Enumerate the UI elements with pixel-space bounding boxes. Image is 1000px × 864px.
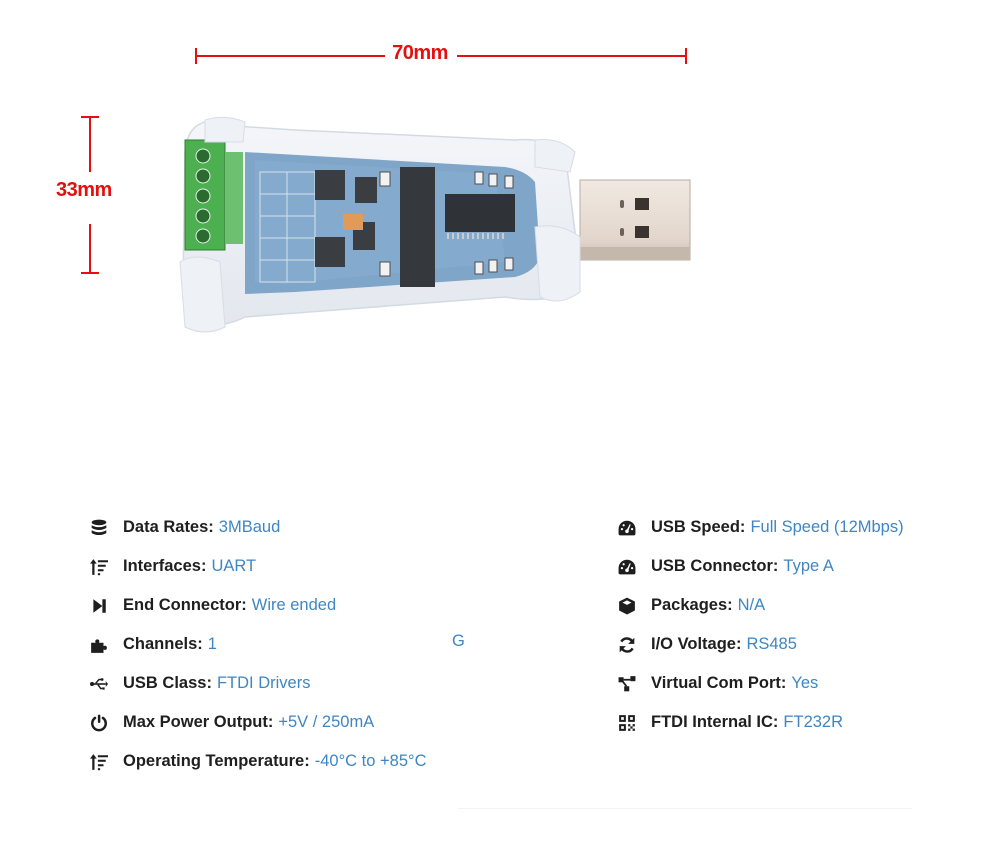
dimension-cap (685, 48, 687, 64)
spec-data-rates: Data Rates: 3MBaud (88, 508, 427, 547)
power-icon (88, 714, 110, 732)
database-icon (88, 519, 110, 537)
product-image (175, 112, 695, 342)
height-dimension: 33mm (50, 116, 140, 274)
spec-io-voltage: I/O Voltage: RS485 (616, 625, 904, 664)
spec-packages: Packages: N/A (616, 586, 904, 625)
spec-list-left: Data Rates: 3MBaud Interfaces: UART End … (88, 508, 427, 781)
cube-icon (616, 597, 638, 615)
sync-icon (616, 636, 638, 654)
stray-text: G (452, 632, 465, 650)
tachometer-icon (616, 558, 638, 576)
tachometer-icon (616, 519, 638, 537)
spec-usb-class: USB Class: FTDI Drivers (88, 664, 427, 703)
qrcode-icon (616, 714, 638, 732)
spec-operating-temperature: Operating Temperature: -40°C to +85°C (88, 742, 427, 781)
spec-list-right: USB Speed: Full Speed (12Mbps) USB Conne… (616, 508, 904, 742)
width-dimension: 70mm (195, 40, 687, 70)
puzzle-piece-icon (88, 636, 110, 654)
height-label: 33mm (56, 179, 112, 201)
dimension-line (457, 55, 687, 57)
spec-usb-connector: USB Connector: Type A (616, 547, 904, 586)
dimension-line (89, 224, 91, 274)
spec-channels: Channels: 1 (88, 625, 427, 664)
spec-max-power-output: Max Power Output: +5V / 250mA (88, 703, 427, 742)
dimension-line (195, 55, 385, 57)
spec-usb-speed: USB Speed: Full Speed (12Mbps) (616, 508, 904, 547)
dimension-line (89, 116, 91, 172)
divider (458, 808, 912, 809)
usb-icon (88, 675, 110, 693)
spec-ftdi-internal-ic: FTDI Internal IC: FT232R (616, 703, 904, 742)
spec-virtual-com-port: Virtual Com Port: Yes (616, 664, 904, 703)
sort-amount-up-icon (88, 558, 110, 576)
spec-end-connector: End Connector: Wire ended (88, 586, 427, 625)
sort-amount-up-icon (88, 753, 110, 771)
dimension-cap (81, 272, 99, 274)
spec-interfaces: Interfaces: UART (88, 547, 427, 586)
step-forward-icon (88, 597, 110, 615)
network-icon (616, 675, 638, 693)
width-label: 70mm (392, 42, 448, 64)
